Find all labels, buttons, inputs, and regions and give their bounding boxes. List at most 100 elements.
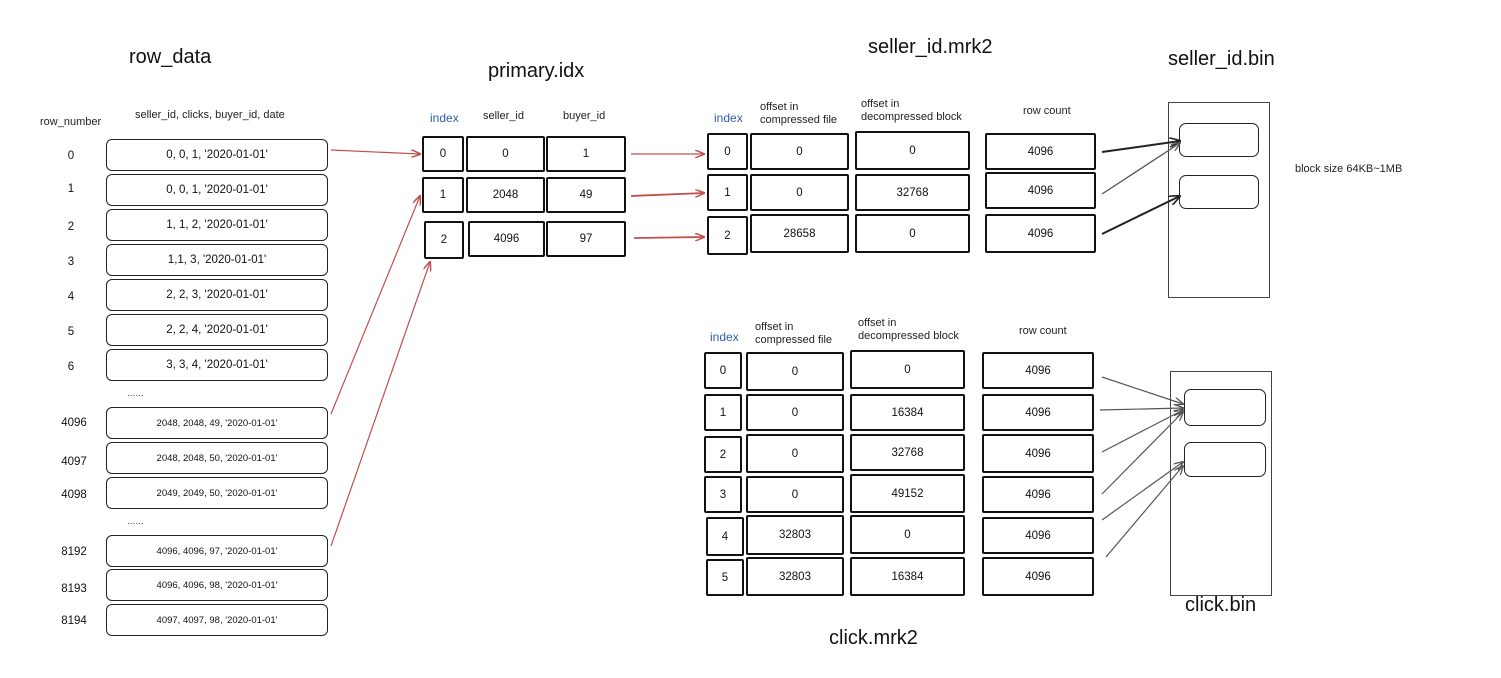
- primary-seller-id-header: seller_id: [483, 110, 524, 122]
- row-number: 6: [67, 361, 75, 373]
- click-mrk2-index-cell: 1: [704, 394, 742, 431]
- seller-mrk2-index-header: index: [714, 111, 743, 125]
- click-mrk2-index-cell: 5: [706, 559, 744, 596]
- primary-idx-title: primary.idx: [488, 60, 585, 82]
- arrow-click-mrk2-to-bin: [1099, 408, 1183, 410]
- arrow-click-mrk2-to-bin: [1101, 412, 1183, 495]
- ellipsis: ......: [127, 516, 144, 527]
- primary-buyer-id-cell: 97: [546, 221, 626, 257]
- seller-mrk2-row-count-cell: 4096: [985, 133, 1096, 170]
- click-mrk2-compressed-cell: 0: [746, 434, 844, 473]
- row-number: 2: [67, 221, 75, 233]
- primary-index-cell: 2: [424, 221, 464, 259]
- row-number: 8193: [61, 583, 87, 595]
- seller-bin-block: [1179, 123, 1259, 157]
- primary-seller-id-cell: 2048: [466, 177, 545, 213]
- click-mrk2-decompressed-header: offset in decompressed block: [858, 317, 959, 343]
- click-bin-block: [1184, 389, 1266, 426]
- row-fields-header: seller_id, clicks, buyer_id, date: [135, 109, 285, 121]
- arrow-click-mrk2-to-bin: [1105, 466, 1183, 558]
- row-data-title: row_data: [129, 46, 212, 68]
- primary-index-header: index: [430, 111, 459, 125]
- seller-mrk2-index-cell: 2: [707, 216, 748, 255]
- click-mrk2-index-cell: 0: [704, 352, 742, 389]
- row-number: 0: [67, 150, 75, 162]
- primary-buyer-id-cell: 49: [546, 177, 626, 213]
- click-bin-file: [1170, 371, 1272, 596]
- seller-mrk2-compressed-cell: 28658: [750, 214, 849, 253]
- seller-mrk2-decompressed-cell: 0: [855, 131, 970, 170]
- click-mrk2-index-cell: 3: [704, 476, 742, 513]
- click-mrk2-decompressed-cell: 16384: [850, 557, 965, 596]
- click-mrk2-index-cell: 2: [704, 436, 742, 473]
- arrow-click-mrk2-to-bin: [1101, 376, 1183, 404]
- seller-mrk2-compressed-cell: 0: [750, 133, 849, 170]
- row-number: 8192: [61, 546, 87, 558]
- primary-buyer-id-header: buyer_id: [563, 110, 606, 122]
- seller-mrk2-decompressed-header: offset in decompressed block: [861, 98, 962, 124]
- click-mrk2-index-header: index: [710, 330, 739, 344]
- seller-mrk2-index-cell: 0: [707, 133, 748, 170]
- click-mrk2-row-count-header: row count: [1019, 325, 1067, 337]
- click-mrk2-row-count-cell: 4096: [982, 352, 1094, 389]
- row-record: 4096, 4096, 98, '2020-01-01': [106, 569, 328, 601]
- row-record: 4096, 4096, 97, '2020-01-01': [106, 535, 328, 567]
- seller-bin-title: seller_id.bin: [1168, 48, 1275, 70]
- row-record: 2048, 2048, 49, '2020-01-01': [106, 407, 328, 439]
- row-number: 4097: [61, 456, 87, 468]
- row-number: 4096: [61, 417, 87, 429]
- block-size-note: block size 64KB~1MB: [1295, 163, 1403, 175]
- click-mrk2-decompressed-cell: 49152: [850, 474, 965, 513]
- row-number: 1: [67, 183, 75, 195]
- arrow-mrk2-to-bin: [1101, 196, 1180, 235]
- arrow-mrk2-to-bin: [1101, 141, 1180, 153]
- row-record: 3, 3, 4, '2020-01-01': [106, 349, 328, 381]
- click-mrk2-index-cell: 4: [706, 517, 744, 556]
- seller-bin-file: [1168, 102, 1270, 298]
- seller-mrk2-row-count-cell: 4096: [985, 172, 1096, 209]
- seller-mrk2-decompressed-cell: 32768: [855, 174, 970, 211]
- row-record: 4097, 4097, 98, '2020-01-01': [106, 604, 328, 636]
- row-number: 8194: [61, 615, 87, 627]
- row-record: 1,1, 3, '2020-01-01': [106, 244, 328, 276]
- row-number: 4: [67, 291, 75, 303]
- arrow-row-to-primary: [330, 262, 430, 547]
- click-mrk2-compressed-cell: 0: [746, 352, 844, 391]
- row-record: 0, 0, 1, '2020-01-01': [106, 174, 328, 206]
- row-number: 4098: [61, 489, 87, 501]
- seller-mrk2-decompressed-cell: 0: [855, 214, 970, 253]
- click-mrk2-compressed-cell: 0: [746, 476, 844, 513]
- seller-bin-block: [1179, 175, 1259, 209]
- seller-mrk2-compressed-cell: 0: [750, 174, 849, 211]
- primary-buyer-id-cell: 1: [546, 136, 626, 172]
- row-record: 2048, 2048, 50, '2020-01-01': [106, 442, 328, 474]
- row-record: 2049, 2049, 50, '2020-01-01': [106, 477, 328, 509]
- ellipsis: ......: [127, 388, 144, 399]
- seller-mrk2-row-count-header: row count: [1023, 105, 1071, 117]
- row-record: 1, 1, 2, '2020-01-01': [106, 209, 328, 241]
- arrow-row-to-primary: [330, 149, 420, 154]
- row-number: 5: [67, 326, 75, 338]
- click-mrk2-decompressed-cell: 16384: [850, 394, 965, 431]
- click-mrk2-title: click.mrk2: [829, 627, 918, 649]
- primary-seller-id-cell: 0: [466, 136, 545, 172]
- primary-seller-id-cell: 4096: [468, 221, 545, 257]
- row-record: 0, 0, 1, '2020-01-01': [106, 139, 328, 171]
- row-number: 3: [67, 256, 75, 268]
- click-mrk2-decompressed-cell: 0: [850, 350, 965, 389]
- arrow-primary-to-mrk2: [633, 237, 704, 238]
- seller-mrk2-index-cell: 1: [707, 174, 748, 211]
- click-mrk2-compressed-header: offset in compressed file: [755, 321, 833, 347]
- click-mrk2-row-count-cell: 4096: [982, 557, 1094, 596]
- row-number-header: row_number: [40, 116, 102, 128]
- arrow-mrk2-to-bin: [1101, 143, 1180, 195]
- click-mrk2-compressed-cell: 32803: [746, 557, 844, 596]
- seller-mrk2-row-count-cell: 4096: [985, 214, 1096, 253]
- arrow-click-mrk2-to-bin: [1101, 462, 1183, 521]
- click-mrk2-row-count-cell: 4096: [982, 394, 1094, 431]
- click-mrk2-decompressed-cell: 32768: [850, 434, 965, 471]
- click-mrk2-row-count-cell: 4096: [982, 476, 1094, 513]
- seller-mrk2-title: seller_id.mrk2: [868, 36, 993, 58]
- arrow-primary-to-mrk2: [630, 193, 704, 196]
